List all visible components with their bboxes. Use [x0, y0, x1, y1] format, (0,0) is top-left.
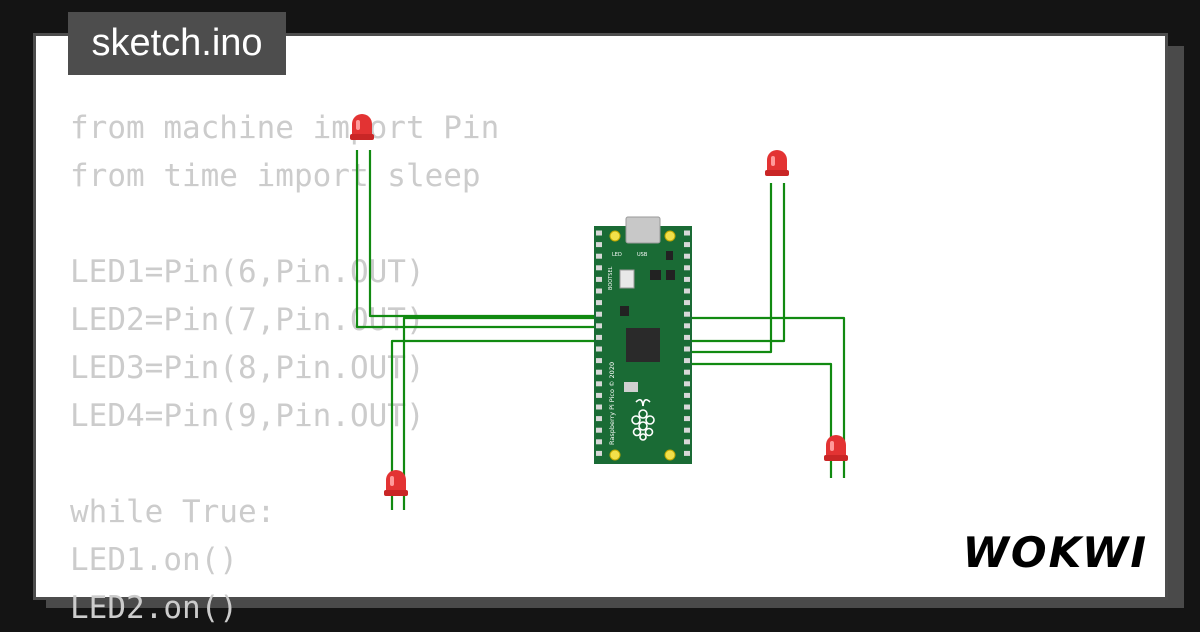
- pin-pad[interactable]: [684, 242, 690, 248]
- pin-pad[interactable]: [596, 311, 602, 317]
- led-icon[interactable]: [765, 150, 789, 176]
- wokwi-logo: WOKWI: [962, 528, 1148, 577]
- pin-pad[interactable]: [596, 392, 602, 398]
- pin-pad[interactable]: [596, 358, 602, 364]
- pin-pad[interactable]: [596, 253, 602, 259]
- mount-hole: [609, 230, 621, 242]
- pin-pad[interactable]: [684, 311, 690, 317]
- wires: [355, 150, 846, 510]
- code-line: while True:: [70, 494, 276, 530]
- pin-pad[interactable]: [596, 439, 602, 445]
- pin-pad[interactable]: [596, 334, 602, 340]
- pin-pad[interactable]: [684, 346, 690, 352]
- pin-pad[interactable]: [684, 230, 690, 236]
- usb-label: USB: [637, 252, 648, 258]
- pin-pad[interactable]: [684, 323, 690, 329]
- pin-pad[interactable]: [596, 450, 602, 456]
- pin-pad[interactable]: [596, 276, 602, 282]
- pin-pad[interactable]: [684, 404, 690, 410]
- wire: [402, 316, 605, 510]
- code-line: LED3=Pin(8,Pin.OUT): [70, 350, 425, 386]
- pin-pad[interactable]: [596, 265, 602, 271]
- wire: [683, 362, 833, 478]
- rp2040-chip: [626, 328, 660, 362]
- led-icon[interactable]: [824, 435, 848, 461]
- pin-pad[interactable]: [596, 230, 602, 236]
- board-side-label: Raspberry Pi Pico © 2020: [608, 362, 616, 445]
- pin-pad[interactable]: [684, 253, 690, 259]
- mount-hole: [664, 449, 676, 461]
- code-line: LED2.on(): [70, 590, 238, 626]
- pin-pad[interactable]: [596, 323, 602, 329]
- bootsel-button: [619, 269, 635, 289]
- pin-pad[interactable]: [596, 288, 602, 294]
- led-icon[interactable]: [350, 114, 374, 140]
- pin-pad[interactable]: [684, 392, 690, 398]
- code-line: LED1.on(): [70, 542, 238, 578]
- code-line: LED1=Pin(6,Pin.OUT): [70, 254, 425, 290]
- pin-pad[interactable]: [684, 358, 690, 364]
- code-line: from time import sleep: [70, 158, 481, 194]
- mount-hole: [609, 449, 621, 461]
- wire: [683, 183, 786, 343]
- raspberry-logo-icon: [631, 398, 655, 441]
- pin-pad[interactable]: [596, 242, 602, 248]
- code-line: LED4=Pin(9,Pin.OUT): [70, 398, 425, 434]
- pico-board[interactable]: LED USB BOOTSEL Raspberry Pi Pico © 2020: [594, 216, 692, 464]
- bootsel-label: BOOTSEL: [608, 266, 614, 290]
- pin-pad[interactable]: [684, 416, 690, 422]
- mount-hole: [664, 230, 676, 242]
- led-label: LED: [612, 252, 622, 258]
- code-line: from machine import Pin: [70, 110, 500, 146]
- pin-pad[interactable]: [684, 265, 690, 271]
- pin-pad[interactable]: [684, 276, 690, 282]
- pin-pad[interactable]: [684, 334, 690, 340]
- usb-connector: [625, 216, 661, 244]
- pin-pad[interactable]: [684, 369, 690, 375]
- pin-pad[interactable]: [596, 300, 602, 306]
- wire: [683, 316, 846, 478]
- pin-pad[interactable]: [684, 427, 690, 433]
- pin-pad[interactable]: [684, 450, 690, 456]
- pin-pad[interactable]: [596, 369, 602, 375]
- pin-pad[interactable]: [684, 288, 690, 294]
- wire: [355, 150, 605, 329]
- pin-headers: [596, 230, 690, 456]
- pin-pad[interactable]: [596, 381, 602, 387]
- pin-pad[interactable]: [596, 346, 602, 352]
- pin-pad[interactable]: [596, 427, 602, 433]
- code-line: LED2=Pin(7,Pin.OUT): [70, 302, 425, 338]
- pin-pad[interactable]: [684, 300, 690, 306]
- pin-pad[interactable]: [684, 439, 690, 445]
- code-listing: from machine import Pin from time import …: [70, 104, 499, 632]
- wire: [390, 339, 605, 510]
- led-icon[interactable]: [384, 470, 408, 496]
- pin-pad[interactable]: [596, 416, 602, 422]
- pin-pad[interactable]: [684, 381, 690, 387]
- pin-pad[interactable]: [596, 404, 602, 410]
- wire: [368, 150, 605, 318]
- wire: [683, 183, 773, 354]
- file-title: sketch.ino: [68, 12, 286, 75]
